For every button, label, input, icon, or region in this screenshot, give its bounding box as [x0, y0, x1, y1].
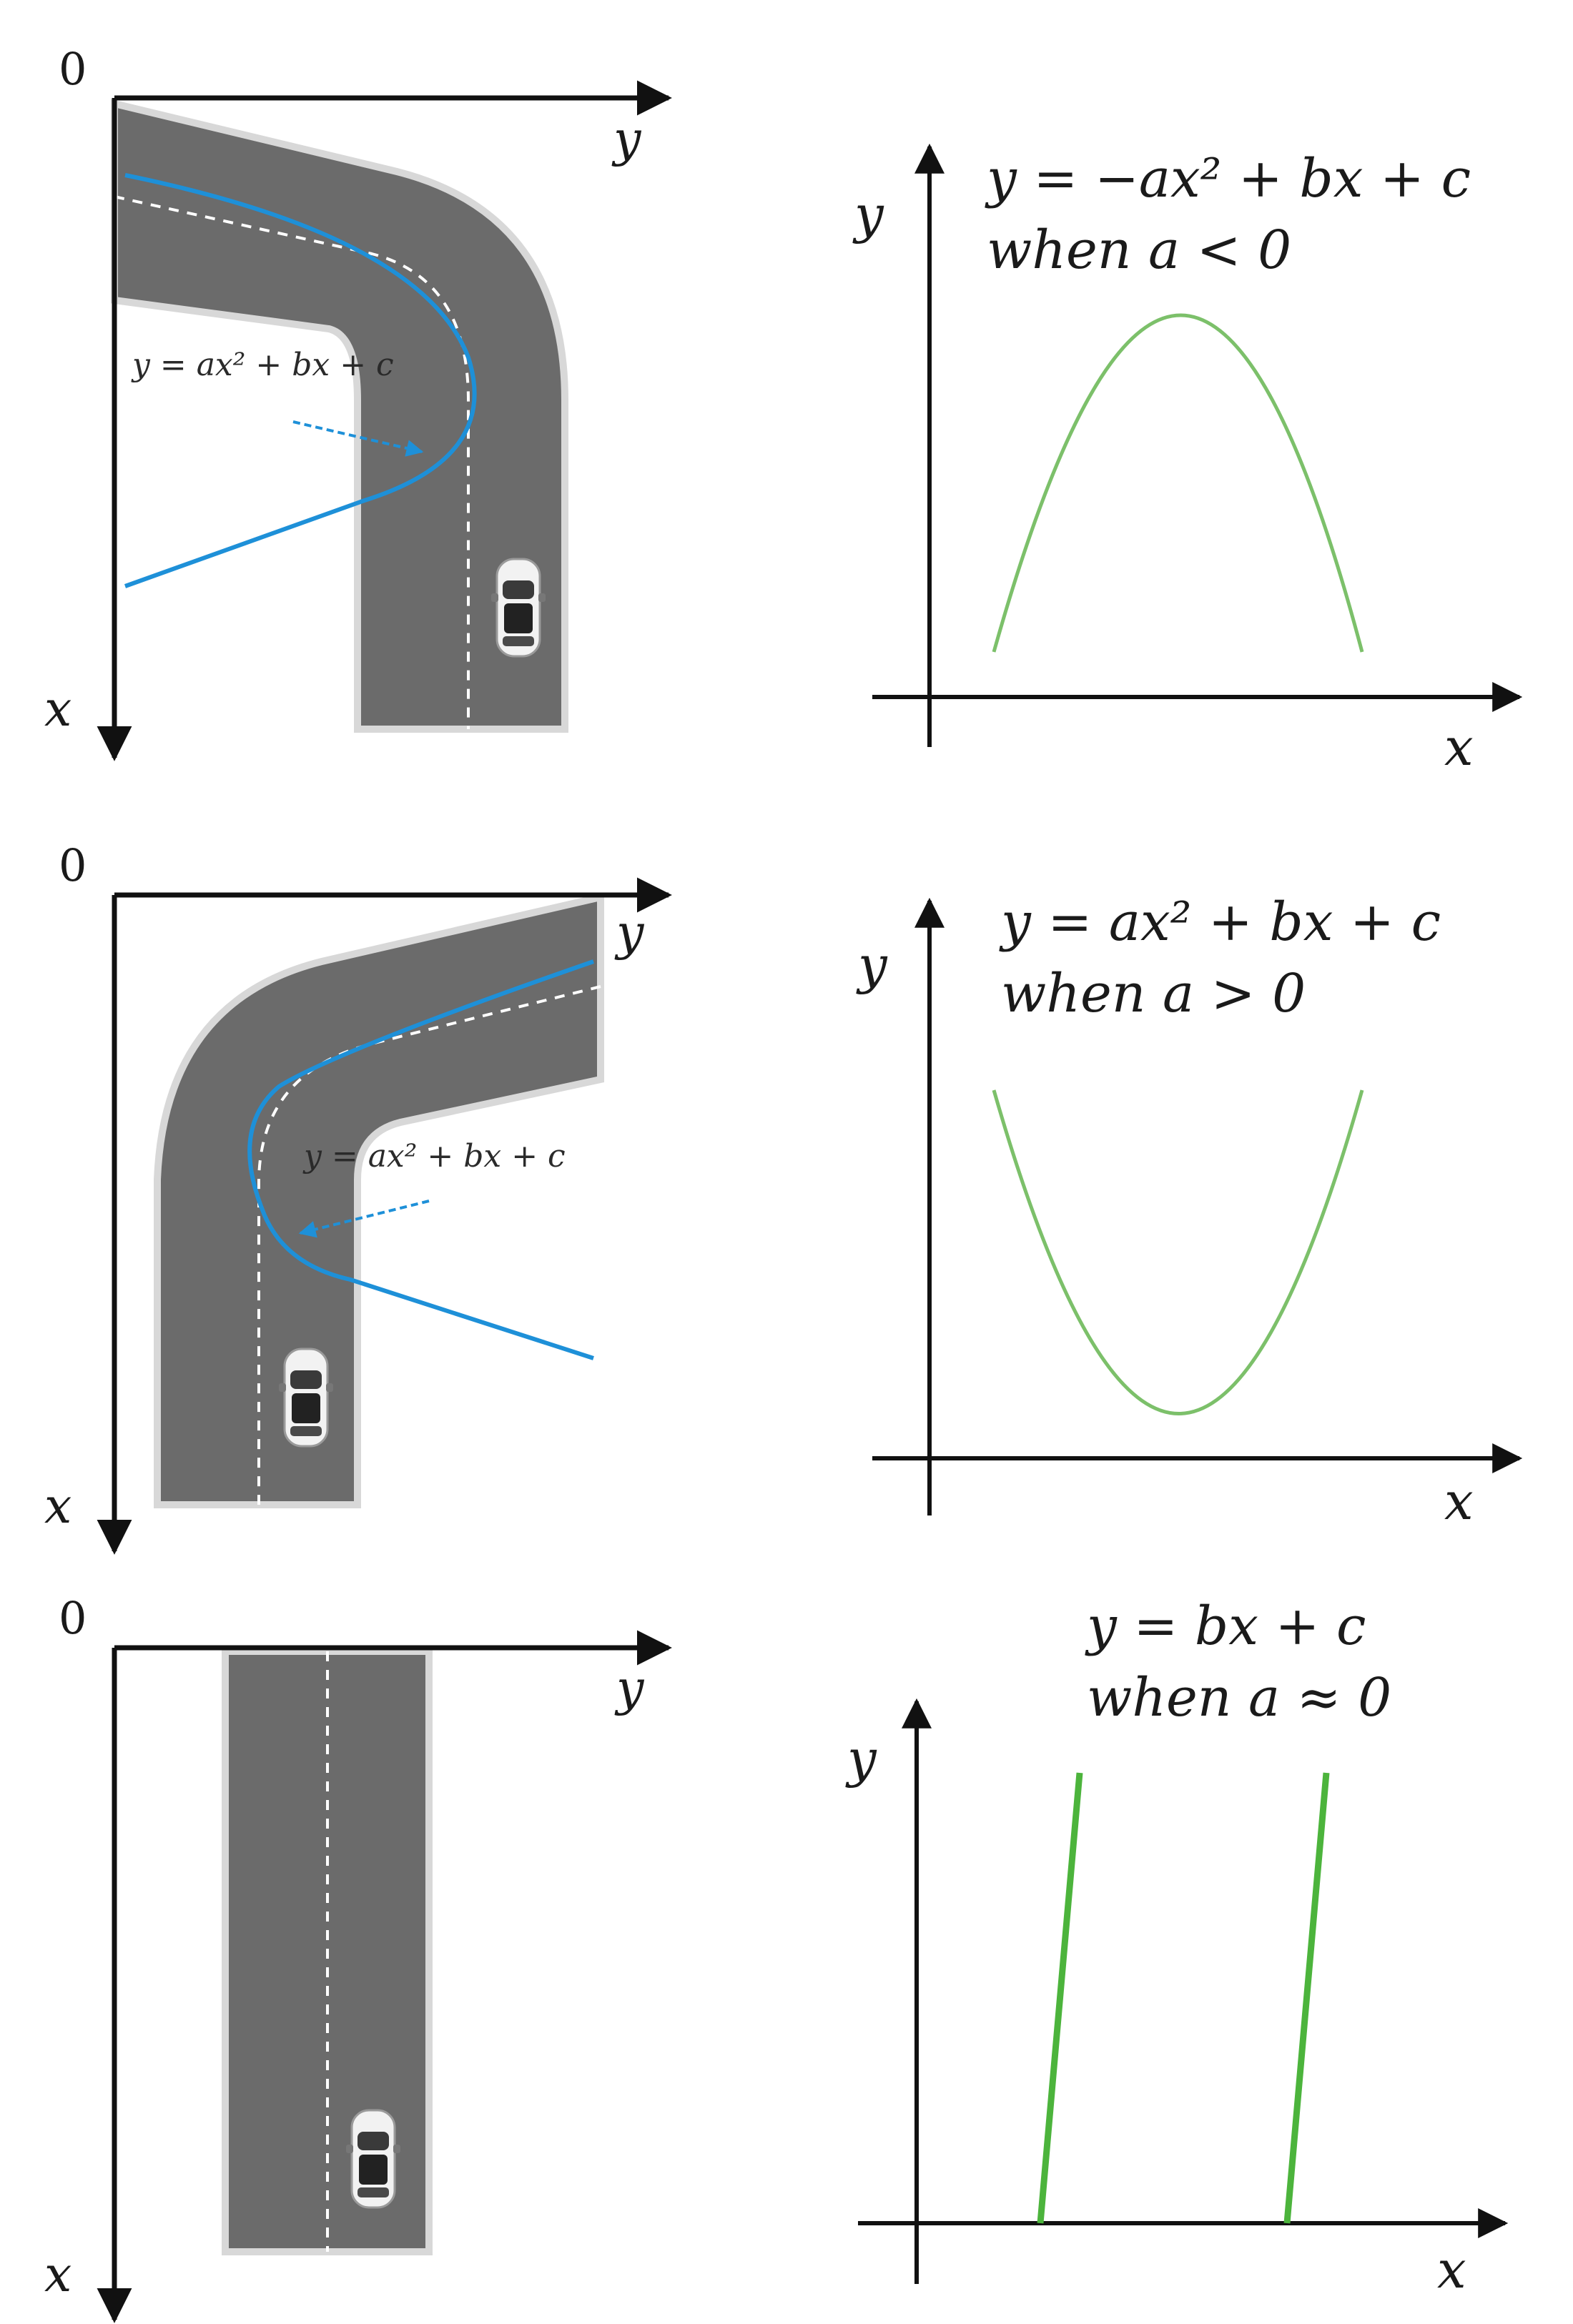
plot-condition-1: when a < 0 — [987, 219, 1291, 281]
origin-label-3: 0 — [59, 1592, 87, 1644]
panel-1: y = ax² + bx + c 0 y x y x y = −ax² + bx… — [44, 43, 1523, 777]
road-x-label-3: x — [44, 2247, 72, 2303]
road-equation-2: y = ax² + bx + c — [302, 1138, 566, 1175]
plot-y-label-3: y — [845, 1729, 877, 1789]
plot-x-label-3: x — [1437, 2240, 1466, 2300]
car-icon — [277, 1348, 335, 1448]
panel-2: y = ax² + bx + c 0 y x y x y = ax² + bx … — [44, 839, 1523, 1555]
plot-y-label-2: y — [856, 935, 888, 995]
fit-curve-2 — [247, 959, 594, 1360]
road-equation-1: y = ax² + bx + c — [131, 347, 394, 383]
plot-condition-3: when a ≈ 0 — [1087, 1667, 1391, 1729]
road-1-center-line — [114, 195, 470, 729]
road-1 — [111, 99, 568, 733]
road-y-label-3: y — [614, 1661, 645, 1717]
plot-x-label-2: x — [1444, 1471, 1474, 1531]
origin-label-2: 0 — [59, 839, 87, 891]
car-icon — [345, 2109, 402, 2209]
plot-3: y x y = bx + c when a ≈ 0 — [845, 1596, 1509, 2300]
plot-line-3a — [1037, 1772, 1083, 2224]
road-y-label-2: y — [614, 905, 645, 961]
plot-1: y x y = −ax² + bx + c when a < 0 — [852, 143, 1523, 777]
plot-2: y x y = ax² + bx + c when a > 0 — [856, 891, 1523, 1531]
plot-y-label-1: y — [852, 184, 884, 244]
plot-curve-1 — [992, 313, 1364, 653]
road-diagram-3: 0 y x — [44, 1592, 672, 2323]
road-y-label-1: y — [611, 112, 642, 168]
road-diagram-2: y = ax² + bx + c 0 y x — [44, 839, 672, 1555]
road-diagram-1: y = ax² + bx + c 0 y x — [44, 43, 672, 761]
road-2 — [154, 892, 604, 1508]
plot-line-3b — [1283, 1772, 1330, 2224]
car-icon — [490, 558, 547, 658]
road-2-center-line — [257, 985, 601, 1505]
plot-condition-2: when a > 0 — [1001, 963, 1306, 1024]
road-x-label-1: x — [44, 681, 72, 738]
origin-label-1: 0 — [59, 43, 87, 95]
plot-equation-3: y = bx + c — [1085, 1596, 1366, 1657]
plot-equation-1: y = −ax² + bx + c — [985, 148, 1471, 209]
plot-x-label-1: x — [1444, 717, 1474, 777]
fit-curve-1 — [124, 173, 477, 588]
road-x-label-2: x — [44, 1478, 72, 1535]
panel-3: 0 y x y x y = bx + c when a ≈ 0 — [44, 1592, 1509, 2323]
plot-curve-2 — [992, 1089, 1364, 1415]
plot-equation-2: y = ax² + bx + c — [999, 891, 1441, 953]
